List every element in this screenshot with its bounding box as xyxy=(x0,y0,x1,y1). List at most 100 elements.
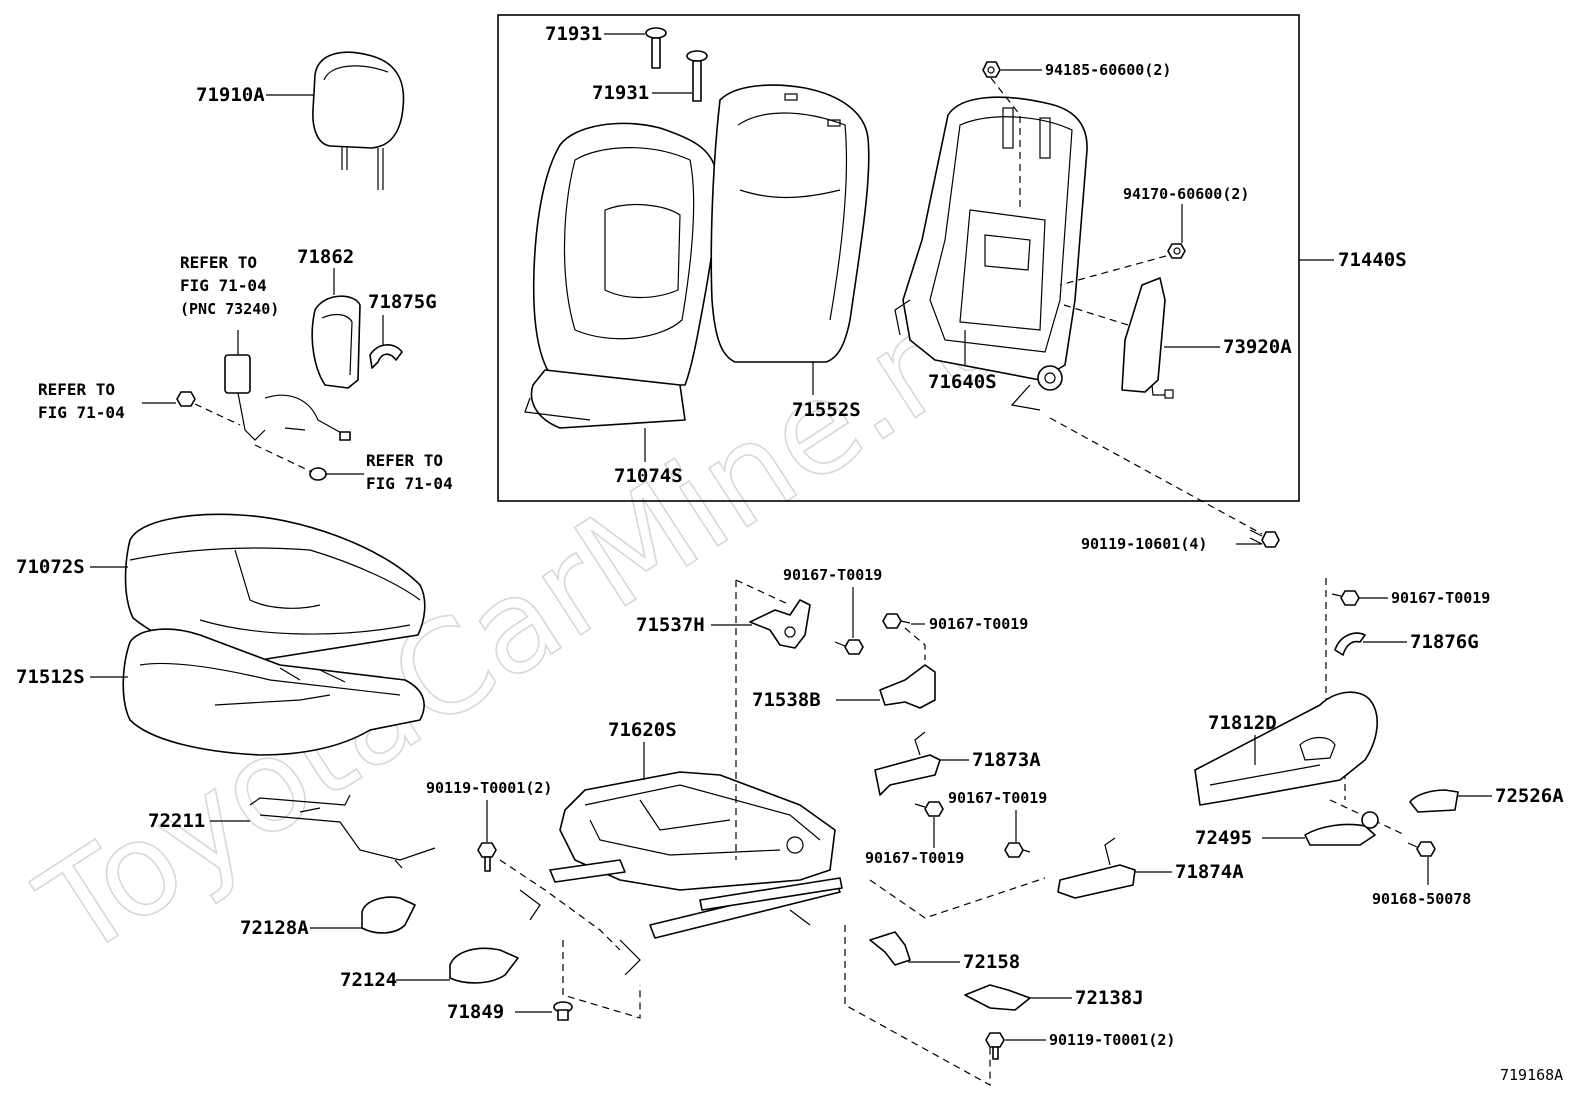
label-bolt-90167-e: 90167-T0019 xyxy=(1391,589,1490,607)
label-bolt-90167-d: 90167-T0019 xyxy=(948,789,1047,807)
label-bolt-90167-b: 90167-T0019 xyxy=(929,615,1028,633)
label-plug-71849: 71849 xyxy=(447,1001,504,1023)
label-cover-72138: 72138J xyxy=(1075,987,1144,1009)
label-bolt-94185: 94185-60600(2) xyxy=(1045,61,1171,79)
bolt-90167-a-part xyxy=(834,639,864,655)
seatback-group-frame xyxy=(497,14,1300,502)
bezel-71875-part xyxy=(369,344,403,369)
dashline-adj-right xyxy=(869,877,1046,919)
dashline-plug xyxy=(562,940,641,1019)
seatback-pad-part xyxy=(524,122,718,429)
dashline-adj-top xyxy=(735,579,791,606)
wire-72211-part xyxy=(249,794,436,869)
dashline-ref-bolt xyxy=(194,403,241,426)
bolt-90119-bot-part xyxy=(985,1032,1005,1060)
belt-cover-part xyxy=(311,295,361,389)
label-ref-belt-2: FIG 71-04 xyxy=(180,276,267,295)
bolt-90167-d-part xyxy=(1004,842,1031,858)
label-cover-71538: 71538B xyxy=(752,689,821,711)
bracket-71537-part xyxy=(749,599,811,649)
label-shield-71812: 71812D xyxy=(1208,712,1277,734)
screw-90168-part xyxy=(1407,841,1436,857)
label-wire-72211: 72211 xyxy=(148,810,205,832)
cover-72158-part xyxy=(869,931,911,966)
seatback-cover-part xyxy=(710,84,870,363)
belt-buckle-part xyxy=(224,354,351,441)
label-bolt-90167-c: 90167-T0019 xyxy=(865,849,964,867)
label-guide-2: 71931 xyxy=(592,82,649,104)
label-cushion-pad: 71512S xyxy=(16,666,85,688)
label-bolt-90119-adj: 90119-T0001(2) xyxy=(426,779,552,797)
label-bolt-90167-a: 90167-T0019 xyxy=(783,566,882,584)
label-cover-72128: 72128A xyxy=(240,917,309,939)
label-ref-nut-1: REFER TO xyxy=(366,451,443,470)
label-knob-72526: 72526A xyxy=(1495,785,1564,807)
side-airbag-part xyxy=(1121,277,1174,399)
label-ref-bolt-2: FIG 71-04 xyxy=(38,403,125,422)
label-lever-71874: 71874A xyxy=(1175,861,1244,883)
dashline-90167-b xyxy=(904,627,926,660)
knob-72495-part xyxy=(1304,811,1379,846)
dashline-90119-top xyxy=(1049,417,1263,535)
label-bezel-71876: 71876G xyxy=(1410,631,1479,653)
cover-72124-part xyxy=(449,947,519,984)
label-adjuster: 71620S xyxy=(608,719,677,741)
bolt-90119-adj-part xyxy=(477,842,497,872)
label-lever-71873: 71873A xyxy=(972,749,1041,771)
cover-71538-part xyxy=(879,664,936,709)
label-bolt-90119-bot: 90119-T0001(2) xyxy=(1049,1031,1175,1049)
label-back-assy: 71440S xyxy=(1338,249,1407,271)
label-back-pad: 71074S xyxy=(614,465,683,487)
dashline-94185 xyxy=(990,77,1021,210)
label-back-cover: 71552S xyxy=(792,399,861,421)
label-ref-bolt-1: REFER TO xyxy=(38,380,115,399)
lever-71874-part xyxy=(1057,837,1136,899)
figure-code: 719168A xyxy=(1500,1066,1563,1084)
label-cover-72124: 72124 xyxy=(340,969,397,991)
bolt-90119-top-part xyxy=(1249,529,1280,548)
label-guide-1: 71931 xyxy=(545,23,602,45)
label-bolt-90119-top: 90119-10601(4) xyxy=(1081,535,1207,553)
label-cover-72158: 72158 xyxy=(963,951,1020,973)
label-knob-72495: 72495 xyxy=(1195,827,1252,849)
cover-72128-part xyxy=(361,896,416,934)
cushion-pad-part xyxy=(122,628,425,756)
label-ref-belt-1: REFER TO xyxy=(180,253,257,272)
adjuster-part xyxy=(519,771,843,976)
cover-72138-part xyxy=(964,984,1031,1011)
label-belt-cover: 71862 xyxy=(297,246,354,268)
bolt-90167-b-part xyxy=(882,613,911,629)
seatback-frame-part xyxy=(894,96,1088,411)
plug-71849-part xyxy=(553,1001,573,1021)
shield-71812-part xyxy=(1194,691,1378,806)
label-nut-94170: 94170-60600(2) xyxy=(1123,185,1249,203)
label-ref-nut-2: FIG 71-04 xyxy=(366,474,453,493)
ref-bolt-part xyxy=(176,391,196,407)
dashline-94170 xyxy=(1059,255,1167,286)
cushion-cover-part xyxy=(124,513,426,661)
bolt-90167-c-part xyxy=(914,801,944,817)
nut-94170-part xyxy=(1167,243,1186,259)
dashline-adj-lower-left xyxy=(499,859,621,951)
headrest-guide-upper xyxy=(645,27,667,69)
ref-nut-part xyxy=(309,467,327,481)
bolt-94185-part xyxy=(982,61,1001,78)
dashline-ref-nut xyxy=(254,444,313,473)
label-headrest: 71910A xyxy=(196,84,265,106)
label-screw-90168: 90168-50078 xyxy=(1372,890,1471,908)
bezel-71876-part xyxy=(1334,632,1366,656)
label-bracket-71537: 71537H xyxy=(636,614,705,636)
label-bezel-71875: 71875G xyxy=(368,291,437,313)
dashline-adj-bottom xyxy=(844,925,991,1087)
knob-72526-part xyxy=(1409,789,1459,813)
label-cushion-cover: 71072S xyxy=(16,556,85,578)
bolt-90167-e-part xyxy=(1331,590,1360,606)
headrest-part xyxy=(312,51,405,190)
label-back-frame: 71640S xyxy=(928,371,997,393)
headrest-guide-lower xyxy=(686,50,708,102)
label-ref-belt-3: (PNC 73240) xyxy=(180,300,279,318)
lever-71873-part xyxy=(874,731,941,796)
label-side-airbag: 73920A xyxy=(1223,336,1292,358)
